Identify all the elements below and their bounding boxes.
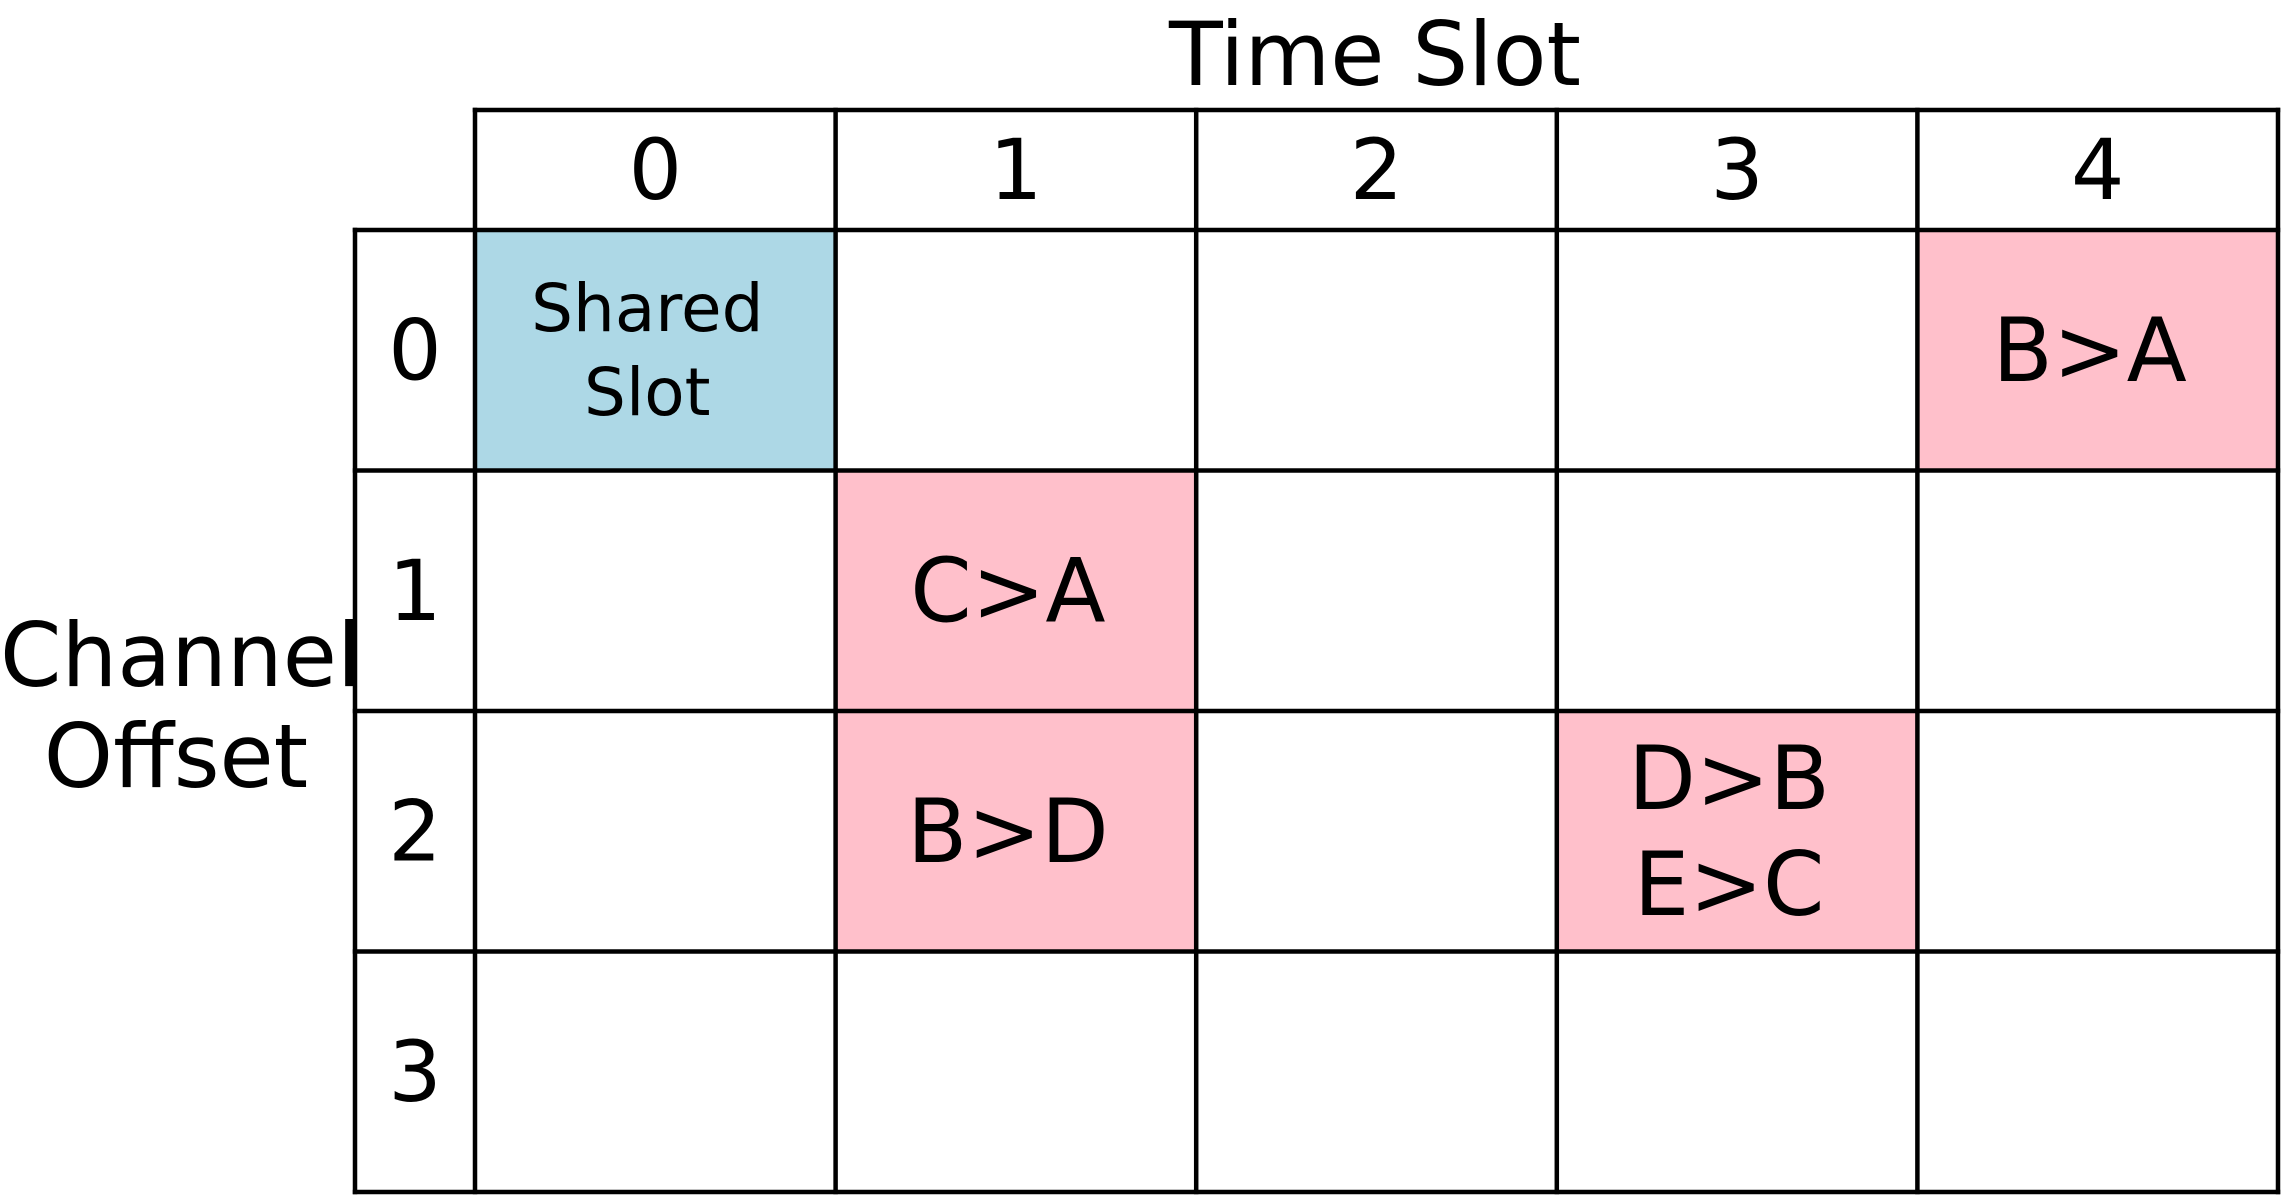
- dedicated-cell: [1917, 230, 2278, 471]
- time-slot-label: 0: [629, 121, 682, 219]
- channel-offset-label: 1: [388, 542, 441, 640]
- channel-offset-label: 3: [388, 1023, 441, 1121]
- shared-slot-label: Shared: [531, 270, 763, 347]
- dedicated-cell: [835, 470, 1197, 711]
- channel-offset-label: 0: [388, 301, 441, 399]
- dedicated-cell: [835, 711, 1197, 952]
- link-label: E>C: [1634, 833, 1825, 936]
- link-label: D>B: [1628, 727, 1830, 830]
- y-axis-title-line: Channel: [0, 604, 362, 707]
- time-slot-label: 3: [1710, 121, 1763, 219]
- y-axis-title: Channel Offset: [0, 604, 362, 808]
- dedicated-cell: [1556, 711, 1918, 952]
- link-label: B>D: [907, 780, 1109, 883]
- time-slot-label: 4: [2071, 121, 2124, 219]
- y-axis-title-line: Offset: [43, 705, 309, 808]
- time-slot-label: 2: [1350, 121, 1403, 219]
- link-label: C>A: [910, 539, 1105, 642]
- shared-slot-label: Slot: [584, 354, 711, 431]
- shared-cell: [475, 230, 836, 471]
- x-axis-title: Time Slot: [1169, 3, 1581, 106]
- channel-offset-label: 2: [388, 782, 441, 880]
- time-slot-label: 1: [989, 121, 1042, 219]
- link-label: B>A: [1993, 299, 2187, 402]
